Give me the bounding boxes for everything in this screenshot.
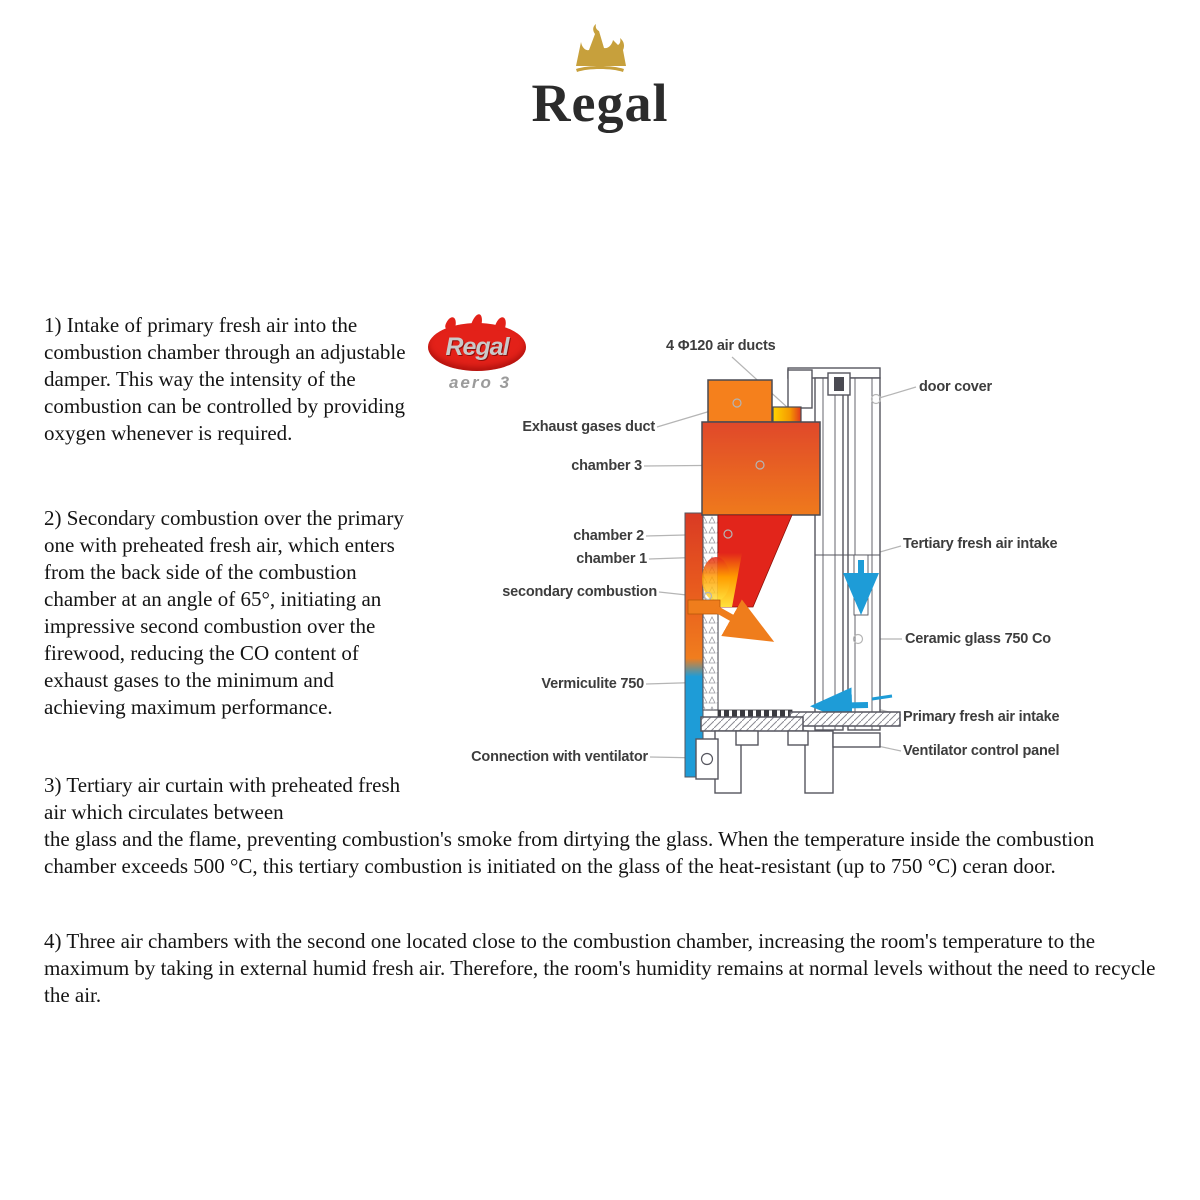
brand-header: Regal — [0, 22, 1200, 130]
crown-icon — [576, 24, 626, 72]
label-chamber-2: chamber 2 — [573, 528, 644, 544]
stove-cross-section — [643, 356, 917, 794]
paragraph-3-intro: 3) Tertiary air curtain with preheated f… — [44, 773, 401, 824]
grate — [717, 709, 793, 718]
primary-air-arrow — [810, 687, 869, 724]
label-ventilator-panel: Ventilator control panel — [903, 743, 1060, 759]
back-air-channel — [684, 512, 704, 778]
secondary-air-arrow — [714, 599, 775, 642]
stove-diagram: Regal aero 3 — [420, 312, 1195, 800]
paragraph-1: 1) Intake of primary fresh air into the … — [44, 313, 406, 445]
label-connection-ventilator: Connection with ventilator — [471, 749, 648, 765]
label-chamber-3: chamber 3 — [571, 458, 642, 474]
stove-frame — [787, 367, 881, 731]
stove-legs — [695, 730, 881, 794]
air-duct-opening — [772, 406, 802, 423]
leader-markers — [703, 393, 882, 645]
label-door-cover: door cover — [919, 379, 992, 395]
label-secondary-combustion: secondary combustion — [502, 584, 657, 600]
ventilator-connection-port — [700, 752, 714, 766]
aero3-logo-name: Regal — [445, 333, 509, 361]
label-vermiculite-750: Vermiculite 750 — [541, 676, 644, 692]
paragraph-4: 4) Three air chambers with the second on… — [44, 929, 1156, 1007]
door-latch — [834, 377, 844, 391]
page-title: Regal — [531, 73, 669, 133]
flame-core — [702, 557, 730, 601]
paragraph-2: 2) Secondary combustion over the primary… — [44, 506, 404, 719]
label-tertiary-fresh-air: Tertiary fresh air intake — [903, 536, 1058, 552]
aero3-logo-oval: Regal — [428, 312, 526, 371]
paragraph-3-rest: the glass and the flame, preventing comb… — [44, 827, 1095, 878]
label-primary-fresh-air: Primary fresh air intake — [903, 709, 1060, 725]
label-air-ducts: 4 Φ120 air ducts — [666, 338, 776, 354]
aero3-logo: Regal aero 3 — [428, 312, 532, 401]
primary-air-swoosh — [871, 694, 893, 701]
label-exhaust-gases-duct: Exhaust gases duct — [522, 419, 655, 435]
aero3-logo-model: aero 3 — [448, 373, 512, 392]
label-ceramic-glass: Ceramic glass 750 Co — [905, 631, 1051, 647]
secondary-air-inlet — [687, 599, 721, 615]
floor-slabs — [700, 711, 901, 732]
label-chamber-1: chamber 1 — [576, 551, 647, 567]
